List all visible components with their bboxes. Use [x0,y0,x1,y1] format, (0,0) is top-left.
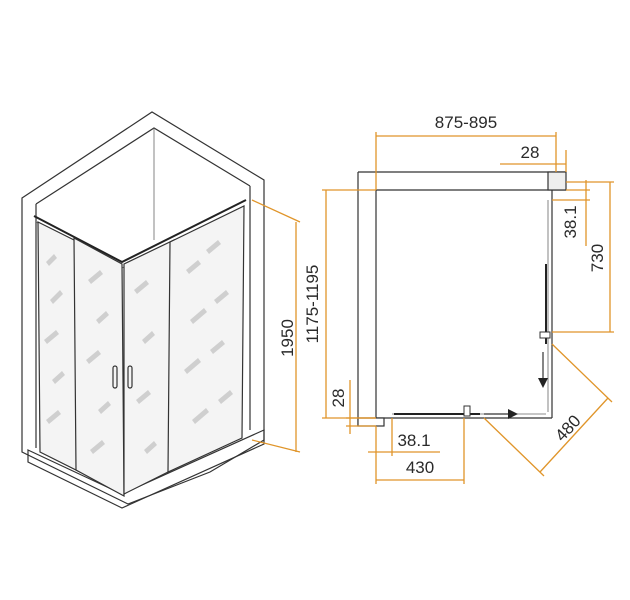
bottom-glass-label: 38.1 [397,431,430,450]
left-offset-label: 28 [329,389,348,408]
right-panel-dimension [552,181,614,333]
top-rail [33,199,247,264]
glass-pattern [44,240,233,454]
left-door-handle [112,365,118,389]
top-offset-label: 28 [521,143,540,162]
plan-right-handle [539,331,551,339]
right-glass-label: 38.1 [561,205,580,238]
shower-3d-view: 1950 [21,111,301,509]
depth-dimension [322,189,376,419]
left-sliding-glass [73,236,125,498]
plan-bottom-handle [463,405,471,417]
wall-inner-top [35,127,251,205]
right-slide-arrow [538,352,548,388]
plan-left-stub [357,417,385,427]
diagonal-label: 480 [551,411,584,445]
right-panel-label: 730 [588,244,607,272]
bottom-panel-dimension [375,418,465,484]
bottom-panel-label: 430 [406,458,434,477]
left-offset-dimension [346,380,376,434]
right-door-handle [127,365,133,389]
depth-label: 1175-1195 [303,265,322,344]
height-label: 1950 [278,319,297,357]
right-fixed-glass [167,205,245,473]
plan-top-wall-end [547,171,567,191]
bottom-slide-arrow [484,409,518,419]
width-dimension [375,132,557,190]
width-label: 875-895 [435,113,497,132]
bottom-glass-dimension [368,418,440,456]
top-offset-dimension [500,150,567,172]
right-glass-dimension [552,180,590,246]
diagonal-dimension [483,343,613,477]
shower-plan-view: 875-895 28 38.1 730 1175-1195 [303,113,614,484]
height-dimension [251,199,301,453]
